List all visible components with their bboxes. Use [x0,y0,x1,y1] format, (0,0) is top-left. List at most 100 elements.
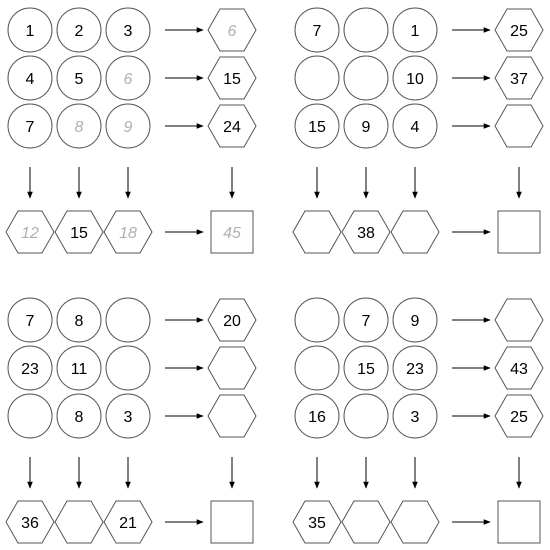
grid-value: 15 [308,119,326,136]
column-sum-hexagon[interactable] [292,500,342,544]
grid-value: 7 [313,23,322,40]
grid-circle[interactable] [56,103,102,149]
grid-circle[interactable] [343,55,389,101]
grid-circle[interactable] [7,103,53,149]
grid-value: 8 [75,409,84,426]
row-sum-hexagon[interactable] [207,104,257,148]
row-sum-hexagon[interactable] [207,394,257,438]
grid-circle[interactable] [294,7,340,53]
grid-circle[interactable] [294,297,340,343]
grid-circle[interactable] [56,297,102,343]
row-sum-value: 6 [228,23,237,40]
row-sum-hexagon[interactable] [494,394,544,438]
grid-circle[interactable] [392,297,438,343]
grid-circle[interactable] [294,103,340,149]
grid-value: 9 [124,119,133,136]
column-sum-hexagon[interactable] [341,500,391,544]
row-sum-hexagon[interactable] [494,56,544,100]
grid-circle[interactable] [56,55,102,101]
grid-circle[interactable] [105,393,151,439]
grid-value: 2 [75,23,84,40]
row-sum-hexagon[interactable] [494,8,544,52]
grid-circle[interactable] [294,55,340,101]
column-sum-value: 18 [119,225,137,242]
grid-circle[interactable] [7,393,53,439]
grid-circle[interactable] [294,393,340,439]
total-square[interactable] [210,500,254,544]
grid-circle[interactable] [7,345,53,391]
grid-value: 1 [411,23,420,40]
grid-circle[interactable] [343,103,389,149]
grid-circle[interactable] [392,393,438,439]
column-sum-value: 21 [119,515,137,532]
column-sum-value: 36 [21,515,39,532]
total-square[interactable] [497,500,541,544]
grid-circle[interactable] [105,7,151,53]
grid-value: 4 [26,71,35,88]
row-sum-value: 15 [223,71,241,88]
grid-circle[interactable] [105,55,151,101]
grid-circle[interactable] [343,297,389,343]
grid-circle[interactable] [105,297,151,343]
grid-circle[interactable] [392,103,438,149]
grid-circle[interactable] [343,7,389,53]
column-sum-value: 15 [70,225,88,242]
row-sum-hexagon[interactable] [494,346,544,390]
row-sum-hexagon[interactable] [494,104,544,148]
grid-circle[interactable] [392,7,438,53]
grid-circle[interactable] [56,393,102,439]
grid-value: 3 [124,409,133,426]
grid-value: 7 [26,119,35,136]
grid-value: 23 [406,361,424,378]
grid-circle[interactable] [7,297,53,343]
column-sum-value: 35 [308,515,326,532]
grid-circle[interactable] [56,7,102,53]
column-sum-hexagon[interactable] [5,210,55,254]
grid-value: 9 [411,313,420,330]
column-sum-hexagon[interactable] [390,500,440,544]
grid-value: 10 [406,71,424,88]
column-sum-hexagon[interactable] [54,500,104,544]
row-sum-value: 43 [510,361,528,378]
grid-circle[interactable] [105,103,151,149]
total-square[interactable] [497,210,541,254]
row-sum-hexagon[interactable] [207,346,257,390]
row-sum-value: 25 [510,409,528,426]
grid-circle[interactable] [343,345,389,391]
column-sum-hexagon[interactable] [5,500,55,544]
grid-value: 15 [357,361,375,378]
grid-value: 7 [26,313,35,330]
grid-value: 6 [124,71,133,88]
row-sum-value: 37 [510,71,528,88]
grid-circle[interactable] [105,345,151,391]
row-sum-hexagon[interactable] [207,298,257,342]
grid-value: 5 [75,71,84,88]
grid-circle[interactable] [56,345,102,391]
row-sum-hexagon[interactable] [207,56,257,100]
grid-circle[interactable] [392,55,438,101]
column-sum-value: 12 [21,225,39,242]
grid-circle[interactable] [392,345,438,391]
row-sum-value: 20 [223,313,241,330]
grid-circle[interactable] [294,345,340,391]
grid-circle[interactable] [343,393,389,439]
grid-value: 16 [308,409,326,426]
grid-circle[interactable] [7,7,53,53]
grid-value: 1 [26,23,35,40]
column-sum-hexagon[interactable] [341,210,391,254]
column-sum-hexagon[interactable] [103,210,153,254]
grid-value: 3 [411,409,420,426]
grid-circle[interactable] [7,55,53,101]
row-sum-value: 25 [510,23,528,40]
row-sum-hexagon[interactable] [494,298,544,342]
column-sum-hexagon[interactable] [103,500,153,544]
column-sum-hexagon[interactable] [390,210,440,254]
column-sum-hexagon[interactable] [292,210,342,254]
column-sum-hexagon[interactable] [54,210,104,254]
total-square[interactable] [210,210,254,254]
grid-value: 9 [362,119,371,136]
row-sum-hexagon[interactable] [207,8,257,52]
